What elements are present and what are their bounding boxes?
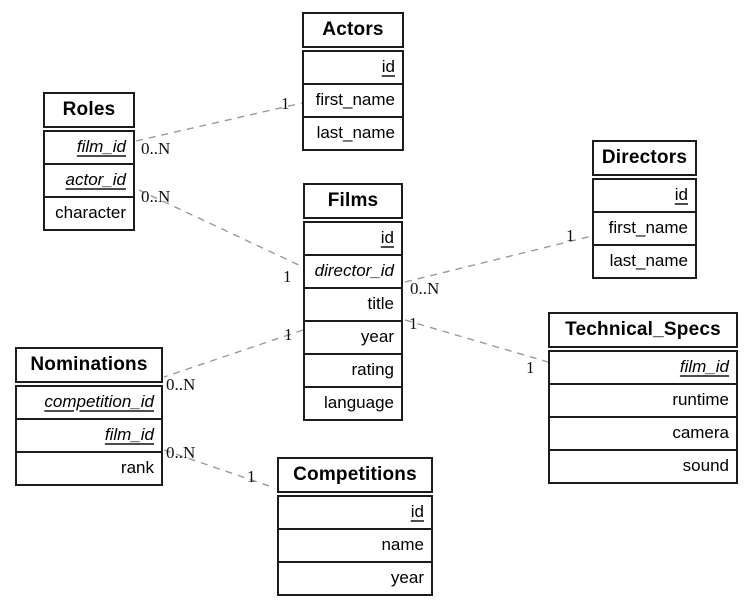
attribute-row: first_name (304, 85, 402, 118)
attribute-row: rank (17, 453, 161, 484)
attribute-row: rating (305, 355, 401, 388)
attribute-row: last_name (304, 118, 402, 149)
relationship-films-nominations (163, 329, 304, 378)
table-title: Competitions (293, 464, 417, 485)
attribute-row: film_id (17, 420, 161, 453)
table-header: Roles (43, 92, 135, 128)
attribute-row: id (305, 223, 401, 256)
attribute-label: camera (672, 423, 729, 442)
relationship-nominations-competitions (163, 449, 276, 489)
attribute-row: id (594, 180, 695, 213)
attribute-row: director_id (305, 256, 401, 289)
attribute-label: rank (120, 458, 154, 477)
table-header: Actors (302, 12, 404, 48)
attribute-label: last_name (609, 251, 688, 270)
cardinality-label: 0..N (166, 375, 196, 394)
attribute-label: film_id (76, 137, 126, 156)
attribute-label: first_name (315, 90, 395, 109)
table-attributes: film_id actor_id character (43, 130, 135, 231)
attribute-label: character (55, 203, 126, 222)
cardinality-label: 0..N (166, 443, 196, 462)
attribute-row: language (305, 388, 401, 419)
table-title: Directors (601, 147, 688, 168)
table-attributes: id first_name last_name (302, 50, 404, 151)
cardinality-label: 0..N (410, 279, 440, 298)
table-title: Actors (322, 19, 384, 40)
cardinality-label: 1 (247, 467, 256, 486)
attribute-row: camera (550, 418, 736, 451)
attribute-row: name (279, 530, 431, 563)
table-title: Technical_Specs (565, 319, 721, 340)
cardinality-label: 0..N (141, 139, 171, 158)
attribute-label: id (381, 57, 395, 76)
table-competitions: Competitions id name year (277, 457, 433, 596)
table-attributes: id name year (277, 495, 433, 596)
cardinality-label: 1 (284, 325, 293, 344)
attribute-label: id (410, 502, 424, 521)
table-attributes: id first_name last_name (592, 178, 697, 279)
attribute-row: character (45, 198, 133, 229)
table-roles: Roles film_id actor_id character (43, 92, 135, 231)
attribute-label: year (360, 327, 394, 346)
attribute-label: id (674, 185, 688, 204)
attribute-row: competition_id (17, 387, 161, 420)
table-actors: Actors id first_name last_name (302, 12, 404, 151)
attribute-row: title (305, 289, 401, 322)
attribute-row: id (304, 52, 402, 85)
attribute-label: actor_id (65, 170, 126, 189)
attribute-row: last_name (594, 246, 695, 277)
relationship-roles-films (138, 189, 304, 268)
table-header: Films (303, 183, 403, 219)
relationship-roles-actors (135, 102, 303, 142)
cardinality-label: 1 (409, 314, 418, 333)
cardinality-label: 1 (566, 226, 575, 245)
cardinality-label: 1 (283, 267, 292, 286)
attribute-row: film_id (550, 352, 736, 385)
attribute-label: title (367, 294, 394, 313)
attribute-row: actor_id (45, 165, 133, 198)
cardinality-label: 1 (281, 94, 290, 113)
attribute-label: film_id (679, 357, 729, 376)
attribute-label: rating (351, 360, 394, 379)
table-header: Nominations (15, 347, 163, 383)
attribute-row: sound (550, 451, 736, 482)
attribute-row: year (305, 322, 401, 355)
attribute-label: id (380, 228, 394, 247)
attribute-row: runtime (550, 385, 736, 418)
table-title: Films (327, 190, 379, 211)
attribute-label: name (381, 535, 424, 554)
attribute-label: sound (682, 456, 729, 475)
attribute-label: competition_id (44, 392, 154, 411)
table-title: Roles (62, 99, 116, 120)
cardinality-label: 1 (526, 358, 535, 377)
attribute-label: runtime (672, 390, 729, 409)
attribute-row: film_id (45, 132, 133, 165)
table-header: Directors (592, 140, 697, 176)
relationship-films-technical_specs (404, 319, 549, 363)
attribute-row: year (279, 563, 431, 594)
table-directors: Directors id first_name last_name (592, 140, 697, 279)
attribute-row: first_name (594, 213, 695, 246)
relationship-films-directors (404, 235, 593, 283)
attribute-label: year (390, 568, 424, 587)
attribute-label: first_name (608, 218, 688, 237)
table-header: Technical_Specs (548, 312, 738, 348)
attribute-label: last_name (316, 123, 395, 142)
attribute-label: film_id (104, 425, 154, 444)
table-header: Competitions (277, 457, 433, 493)
attribute-row: id (279, 497, 431, 530)
table-title: Nominations (30, 354, 148, 375)
attribute-label: language (324, 393, 394, 412)
cardinality-label: 0..N (141, 187, 171, 206)
attribute-label: director_id (314, 261, 394, 280)
